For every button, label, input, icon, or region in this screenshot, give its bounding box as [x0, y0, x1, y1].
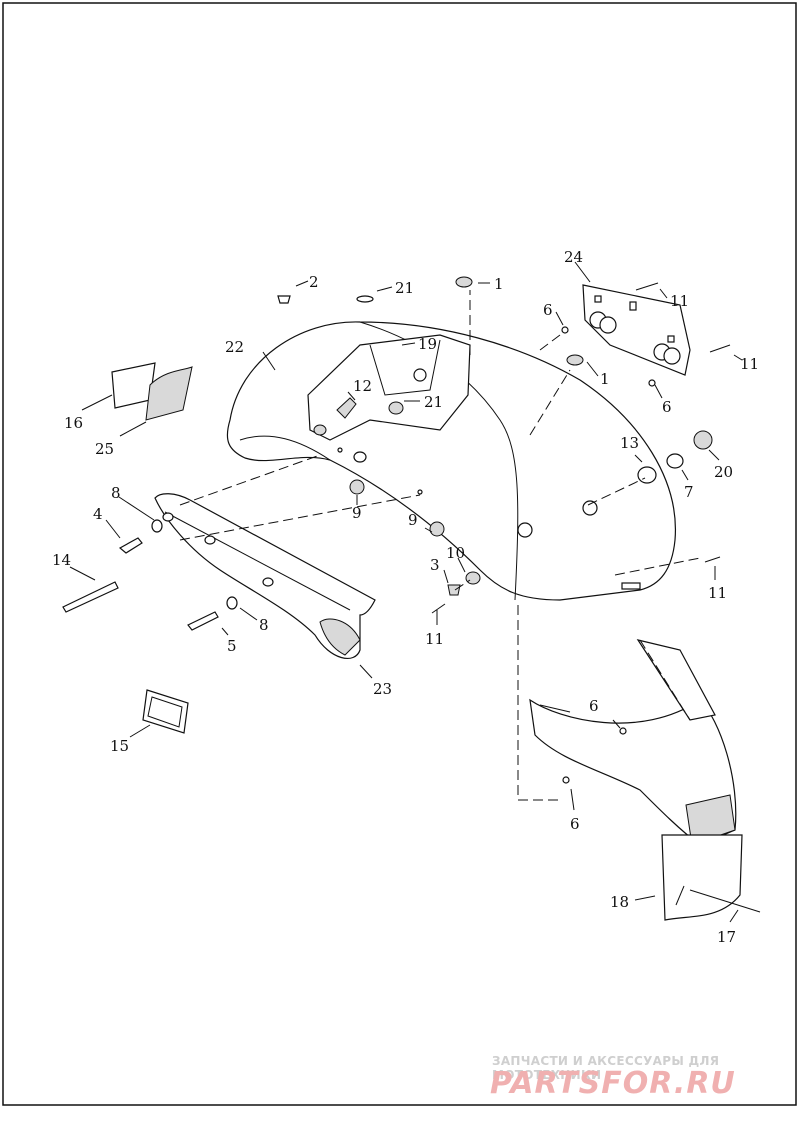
callout-11d: 11	[425, 630, 444, 648]
hardware	[62, 276, 731, 784]
callout-11b: 11	[740, 355, 759, 373]
callout-12: 12	[353, 377, 372, 395]
callout-20: 20	[714, 463, 733, 481]
callout-17: 17	[717, 928, 736, 946]
callout-6a: 6	[543, 301, 553, 319]
callouts: 1 1 2 3 4 5 6 6 6 6 7 8 8 9 9 10 11 11 1…	[52, 248, 759, 946]
assembly-lines	[179, 290, 701, 801]
callout-3: 3	[430, 556, 440, 574]
callout-19: 19	[418, 335, 437, 353]
callout-22: 22	[225, 338, 244, 356]
rear-fender	[226, 321, 677, 601]
callout-7: 7	[684, 483, 694, 501]
callout-4: 4	[93, 505, 103, 523]
diagram-border	[2, 2, 797, 1106]
watermark-tagline: ЗАПЧАСТИ И АКСЕССУАРЫ ДЛЯ МОТОТЕХНИКИ	[492, 1054, 720, 1082]
callout-24: 24	[564, 248, 583, 266]
callout-8a: 8	[111, 484, 121, 502]
callout-2: 2	[309, 273, 319, 291]
callout-15: 15	[110, 737, 129, 755]
license-bracket	[582, 284, 691, 376]
callout-1b: 1	[600, 370, 610, 388]
callout-10: 10	[446, 544, 465, 562]
leader-lines	[69, 261, 743, 923]
callout-21a: 21	[395, 279, 414, 297]
callout-6d: 6	[570, 815, 580, 833]
callout-9b: 9	[408, 511, 418, 529]
fender-extension	[529, 639, 761, 921]
callout-13: 13	[620, 434, 639, 452]
callout-21b: 21	[424, 393, 443, 411]
callout-6b: 6	[662, 398, 672, 416]
callout-11c: 11	[708, 584, 727, 602]
callout-25: 25	[95, 440, 114, 458]
callout-18: 18	[610, 893, 629, 911]
callout-1a: 1	[494, 275, 504, 293]
callout-8b: 8	[259, 616, 269, 634]
watermark-logo: PARTSFOR.RU	[490, 1066, 736, 1101]
callout-5: 5	[227, 637, 237, 655]
callout-6c: 6	[589, 697, 599, 715]
callout-23: 23	[373, 680, 392, 698]
callout-14: 14	[52, 551, 71, 569]
callout-11a: 11	[670, 292, 689, 310]
fender-support	[154, 493, 376, 659]
callout-16: 16	[64, 414, 83, 432]
callout-9a: 9	[352, 504, 362, 522]
